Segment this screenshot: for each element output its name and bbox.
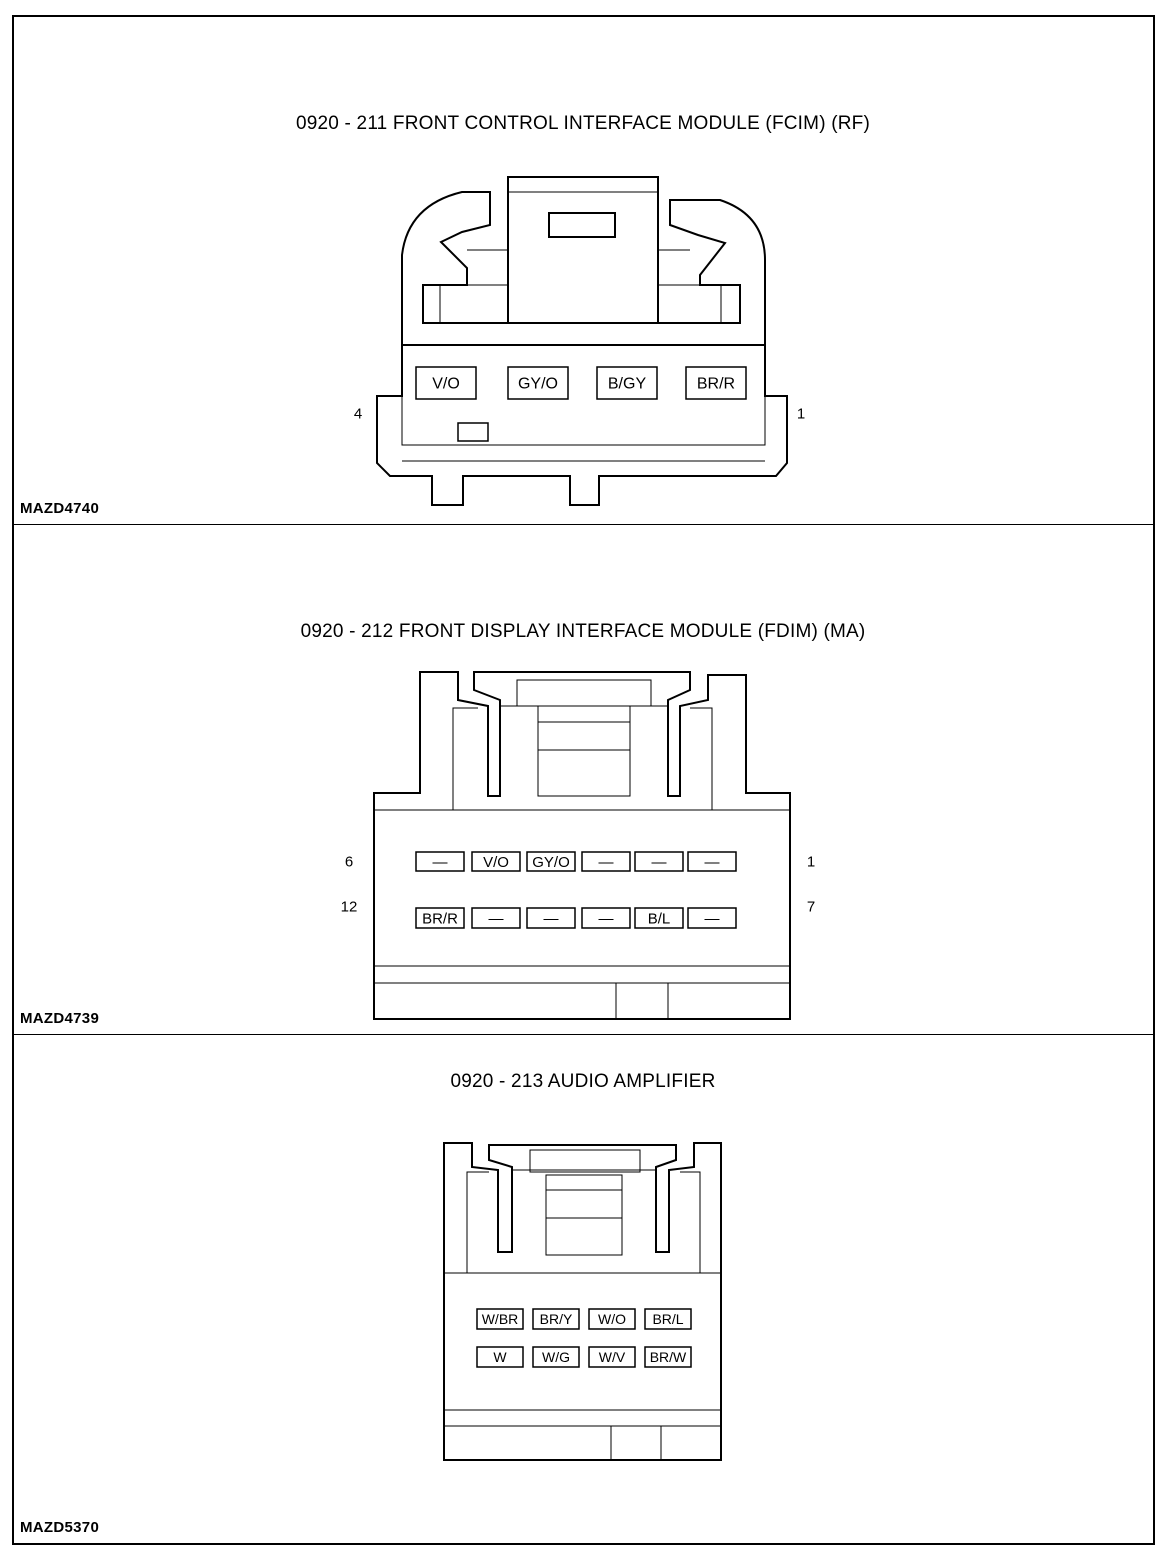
- fdim-terminal-bottom-box-3: [526, 907, 576, 929]
- amp-terminal-bottom-label-2: W/G: [542, 1349, 570, 1365]
- fdim-pin-label-top-left: 6: [344, 853, 354, 871]
- amp-terminal-top-label-2: BR/Y: [540, 1311, 573, 1327]
- amp-terminal-top-box-1: [476, 1308, 524, 1330]
- fdim-terminal-top-box-3: [526, 851, 576, 872]
- amp-terminal-top-label-1: W/BR: [482, 1311, 519, 1327]
- amp-terminal-top-box-3: [588, 1308, 636, 1330]
- amp-terminal-top-label-4: BR/L: [652, 1311, 683, 1327]
- fdim-terminal-bottom-label-2: —: [489, 910, 504, 927]
- fdim-pin-label-bottom-right: 7: [806, 898, 816, 916]
- fdim-terminal-top-box-1: [415, 851, 465, 872]
- fcim-terminal-label-1: V/O: [432, 376, 460, 393]
- amp-terminal-top-box-2: [532, 1308, 580, 1330]
- fdim-terminal-top-label-4: —: [599, 854, 614, 871]
- fdim-terminal-top-label-6: —: [705, 854, 720, 871]
- fdim-terminal-bottom-box-1: [415, 907, 465, 929]
- fcim-terminal-label-2: GY/O: [518, 376, 558, 393]
- fdim-terminal-top-box-2: [471, 851, 521, 872]
- fdim-terminal-bottom-box-2: [471, 907, 521, 929]
- fdim-terminal-top-label-5: —: [652, 854, 667, 871]
- fcim-figure-code: MAZD4740: [20, 500, 100, 517]
- section-divider-1: [12, 524, 1155, 525]
- fcim-terminal-box-2: [507, 366, 569, 400]
- fdim-terminal-top-label-3: GY/O: [532, 854, 570, 871]
- amp-terminal-bottom-box-3: [588, 1346, 636, 1368]
- fcim-title: 0920 - 211 FRONT CONTROL INTERFACE MODUL…: [296, 113, 870, 134]
- fdim-terminal-bottom-label-1: BR/R: [422, 910, 458, 927]
- fcim-terminal-label-4: BR/R: [697, 376, 735, 393]
- amp-figure-code: MAZD5370: [20, 1519, 100, 1536]
- fdim-terminal-bottom-label-4: —: [599, 910, 614, 927]
- amp-terminal-bottom-box-4: [644, 1346, 692, 1368]
- amp-terminal-top-label-3: W/O: [598, 1311, 626, 1327]
- page-frame: [12, 15, 1155, 1545]
- fcim-terminal-box-3: [596, 366, 658, 400]
- fcim-terminal-box-4: [685, 366, 747, 400]
- amp-title: 0920 - 213 AUDIO AMPLIFIER: [450, 1071, 716, 1092]
- fdim-terminal-bottom-box-4: [581, 907, 631, 929]
- amp-terminal-bottom-label-1: W: [493, 1349, 507, 1365]
- fcim-pin-label-right: 1: [796, 405, 806, 423]
- amp-terminal-bottom-box-2: [532, 1346, 580, 1368]
- fdim-terminal-bottom-box-5: [634, 907, 684, 929]
- amp-terminal-top-box-4: [644, 1308, 692, 1330]
- fdim-pin-label-top-right: 1: [806, 853, 816, 871]
- fdim-terminal-top-label-2: V/O: [483, 854, 509, 871]
- fdim-terminal-bottom-box-6: [687, 907, 737, 929]
- fcim-terminal-box-1: [415, 366, 477, 400]
- fcim-terminal-label-3: B/GY: [608, 376, 647, 393]
- fdim-terminal-bottom-label-3: —: [544, 910, 559, 927]
- fdim-title: 0920 - 212 FRONT DISPLAY INTERFACE MODUL…: [300, 621, 866, 642]
- fdim-terminal-top-box-4: [581, 851, 631, 872]
- amp-terminal-bottom-box-1: [476, 1346, 524, 1368]
- fcim-pin-label-left: 4: [353, 405, 363, 423]
- fdim-terminal-bottom-label-6: —: [705, 910, 720, 927]
- fdim-terminal-top-label-1: —: [433, 854, 448, 871]
- amp-terminal-bottom-label-3: W/V: [599, 1349, 626, 1365]
- fdim-terminal-top-box-6: [687, 851, 737, 872]
- fdim-figure-code: MAZD4739: [20, 1010, 100, 1027]
- section-divider-2: [12, 1034, 1155, 1035]
- fdim-pin-label-bottom-left: 12: [340, 898, 358, 916]
- fdim-terminal-top-box-5: [634, 851, 684, 872]
- amp-terminal-bottom-label-4: BR/W: [650, 1349, 687, 1365]
- fdim-terminal-bottom-label-5: B/L: [648, 910, 671, 927]
